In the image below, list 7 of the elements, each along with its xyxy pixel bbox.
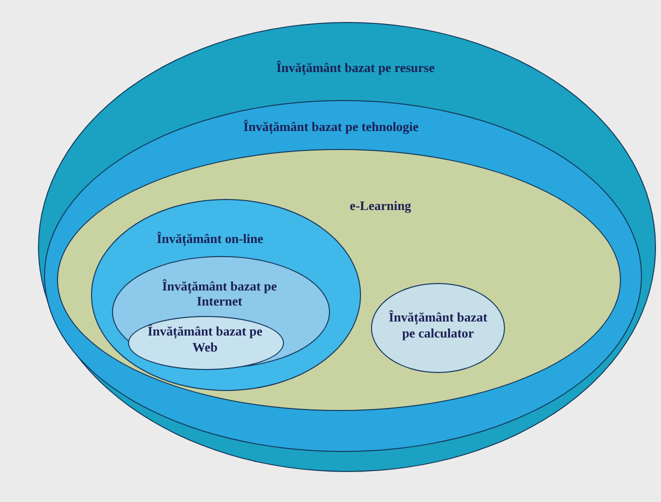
ellipse-label: Învățământ bazat pe resurse bbox=[275, 60, 436, 76]
ellipse-label: e-Learning bbox=[348, 198, 412, 214]
ellipse-label: Învățământ on-line bbox=[156, 231, 264, 247]
ellipse-label: Învățământ bazat pe calculator bbox=[388, 309, 488, 341]
ellipse-label: Învățământ bazat pe tehnologie bbox=[242, 119, 420, 135]
ellipse-label: Învățământ bazat pe Internet bbox=[161, 278, 278, 310]
ellipse-label: Învățământ bazat pe Web bbox=[146, 323, 264, 355]
